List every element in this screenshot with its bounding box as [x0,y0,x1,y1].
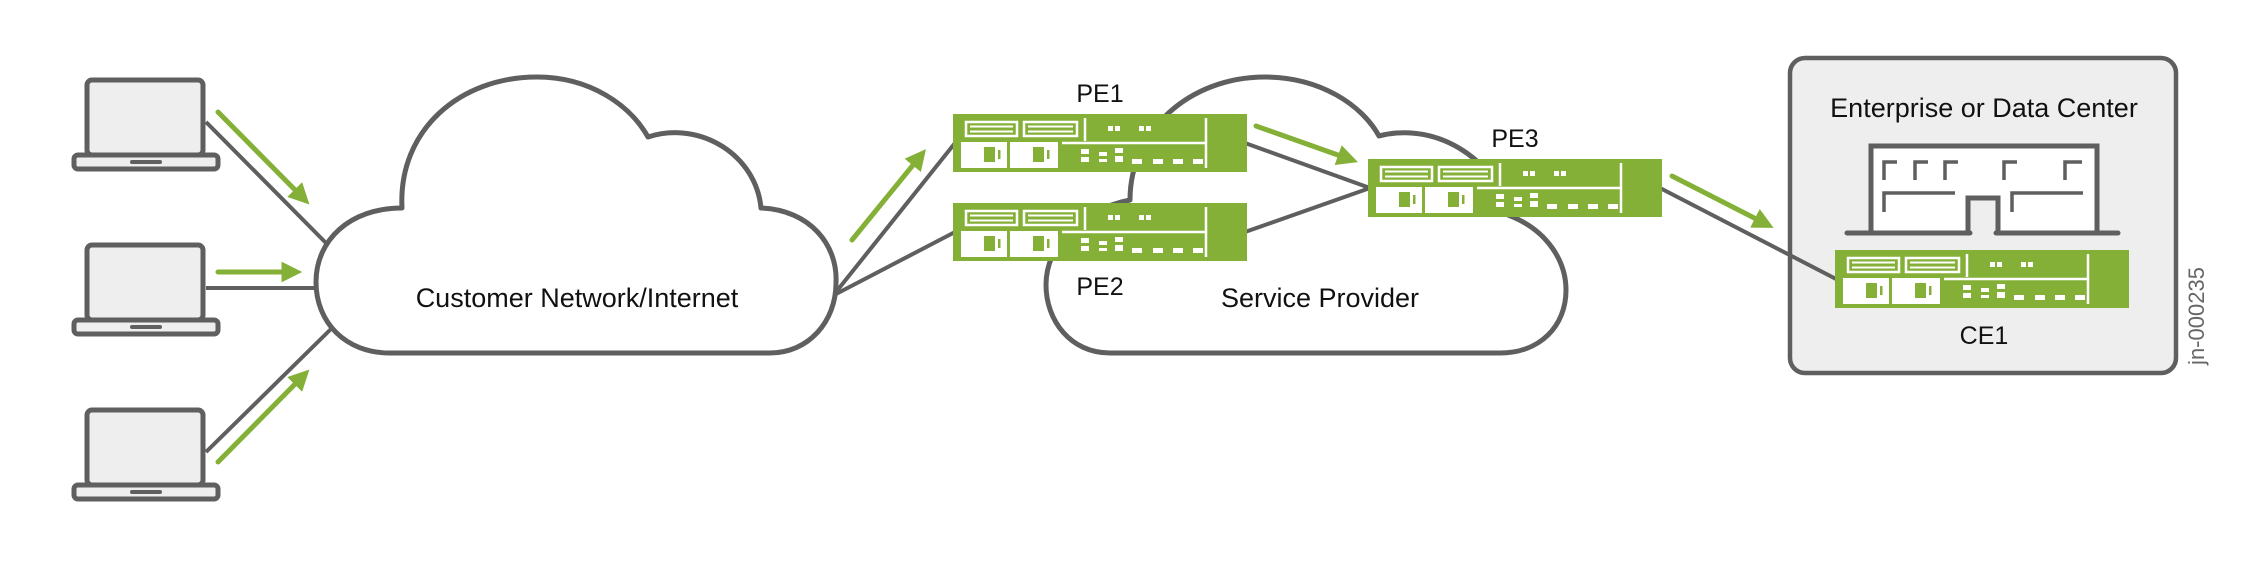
router-pe1[interactable] [951,112,1249,174]
traffic-flow-arrows [215,109,1774,465]
router-pe3[interactable] [1366,157,1664,219]
customer-cloud-label: Customer Network/Internet [416,283,739,313]
laptop-icon [74,245,218,334]
router-pe2[interactable] [951,201,1249,263]
flow-arrow-pe1-pe3 [1253,123,1358,165]
router-icon [951,112,1249,174]
link-customer-pe1 [834,141,957,294]
flow-arrow-laptop3 [215,369,310,465]
router-icon [1366,157,1664,219]
link-pe1-pe3 [1244,141,1371,190]
router-ce1[interactable] [1833,248,2131,310]
provider-cloud [1043,74,1569,356]
link-customer-pe2 [835,230,956,296]
flow-arrow-customer-pe1 [849,149,926,243]
building-icon [1844,143,2121,236]
link-laptop1-customer [204,120,328,245]
router-pe1-label: PE1 [1076,80,1123,108]
router-pe2-label: PE2 [1076,273,1123,301]
enterprise-site-title: Enterprise or Data Center [1830,93,2138,123]
router-ce1-label: CE1 [1960,322,2009,350]
flow-arrow-laptop1 [215,109,310,205]
router-icon [1833,248,2131,310]
laptop-icon [74,410,218,499]
link-laptop3-customer [204,326,334,454]
provider-cloud-label: Service Provider [1221,283,1419,313]
customer-cloud [313,74,839,356]
laptop-icon [74,80,218,169]
link-pe2-pe3 [1244,186,1371,234]
flow-arrow-pe3-ce1 [1669,173,1774,228]
router-icon [951,201,1249,263]
link-pe3-ce1 [1659,186,1839,282]
router-pe3-label: PE3 [1491,125,1538,153]
figure-id: jn-000235 [2184,267,2209,366]
